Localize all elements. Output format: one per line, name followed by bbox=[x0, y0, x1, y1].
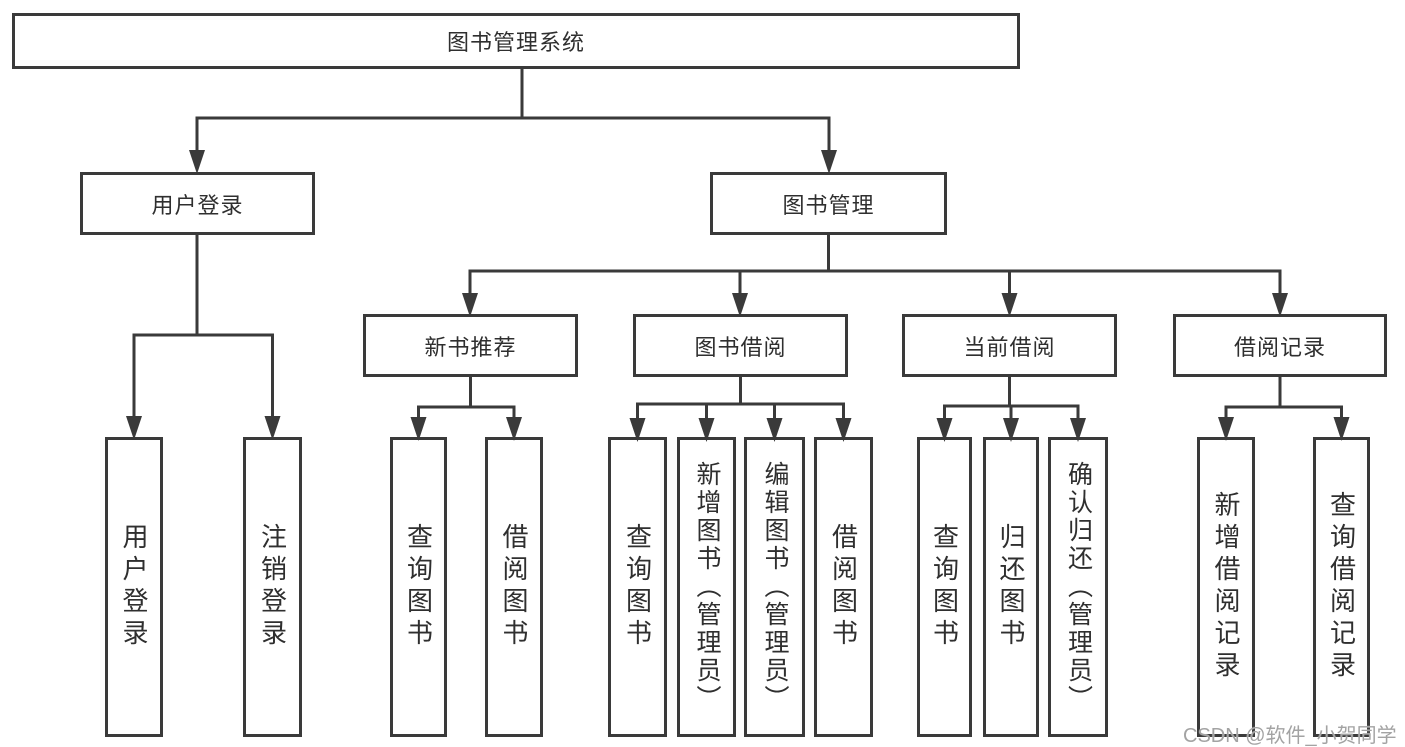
leaf-br-query-record: 查询借阅记录 bbox=[1313, 437, 1370, 737]
leaf-cb-confirm-return-admin: 确认归还（管理员） bbox=[1048, 437, 1108, 737]
node-current-borrow: 当前借阅 bbox=[902, 314, 1117, 377]
leaf-nbr-query-books: 查询图书 bbox=[390, 437, 447, 737]
node-book-management: 图书管理 bbox=[710, 172, 947, 235]
leaf-bb-borrow-books: 借阅图书 bbox=[814, 437, 873, 737]
leaf-cb-return-books: 归还图书 bbox=[983, 437, 1039, 737]
node-root-library-system: 图书管理系统 bbox=[12, 13, 1020, 69]
node-user-login: 用户登录 bbox=[80, 172, 315, 235]
node-new-book-recommend: 新书推荐 bbox=[363, 314, 578, 377]
leaf-logout: 注销登录 bbox=[243, 437, 302, 737]
node-borrow-records: 借阅记录 bbox=[1173, 314, 1387, 377]
leaf-user-login: 用户登录 bbox=[105, 437, 163, 737]
leaf-br-add-record: 新增借阅记录 bbox=[1197, 437, 1255, 737]
csdn-watermark: CSDN @软件_小贺同学 bbox=[1183, 725, 1397, 747]
leaf-bb-edit-books-admin: 编辑图书（管理员） bbox=[744, 437, 805, 737]
leaf-cb-query-books: 查询图书 bbox=[917, 437, 972, 737]
node-book-borrow: 图书借阅 bbox=[633, 314, 848, 377]
leaf-nbr-borrow-books: 借阅图书 bbox=[485, 437, 543, 737]
leaf-bb-query-books: 查询图书 bbox=[608, 437, 667, 737]
leaf-bb-add-books-admin: 新增图书（管理员） bbox=[677, 437, 736, 737]
